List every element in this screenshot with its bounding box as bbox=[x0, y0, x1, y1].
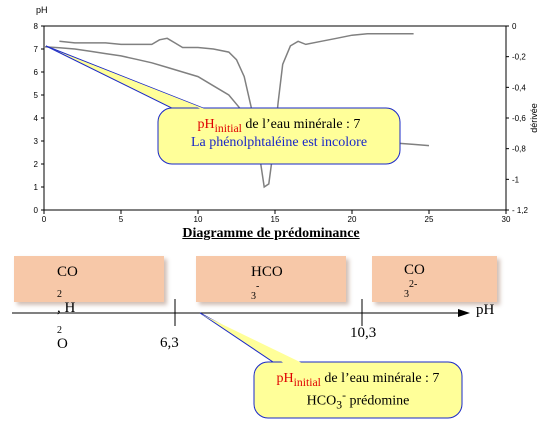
x-tick-label: 20 bbox=[348, 215, 357, 224]
y2-tick-label: -0,6 bbox=[512, 114, 526, 123]
y-tick-label: 2 bbox=[34, 160, 39, 169]
y-tick-label: 8 bbox=[34, 22, 39, 31]
y-tick-label: 0 bbox=[34, 206, 39, 215]
callout1-line2: La phénolphtaléine est incolore bbox=[190, 134, 368, 150]
y-tick-label: 5 bbox=[34, 91, 39, 100]
y2-axis-label: dérivée bbox=[529, 103, 539, 133]
callout1-line1: pHinitial de l’eau minérale : 7 bbox=[197, 117, 361, 135]
x-tick-label: 0 bbox=[42, 215, 47, 224]
y-tick-label: 3 bbox=[34, 137, 39, 146]
y2-tick-label: -0,2 bbox=[512, 53, 526, 62]
axis-ph-label: pH bbox=[476, 302, 495, 318]
titration-chart: 0 5 10 15 20 25 30 0 1 2 3 4 5 6 7 8 0 -0,2 -0,4 -0,6 -0,8 -1… bbox=[34, 5, 539, 224]
y-tick-label: 4 bbox=[34, 114, 39, 123]
x-tick-label: 15 bbox=[271, 215, 280, 224]
x-tick-label: 5 bbox=[119, 215, 124, 224]
y-tick-label: 6 bbox=[34, 68, 39, 77]
x-tick-label: 30 bbox=[502, 215, 511, 224]
diagram-title: Diagramme de prédominance bbox=[182, 226, 360, 241]
y2-tick-label: 0 bbox=[512, 22, 517, 31]
y-tick-label: 7 bbox=[34, 45, 39, 54]
callout-ph-initial bbox=[45, 45, 401, 165]
tick-label-pka1: 6,3 bbox=[160, 335, 179, 351]
y2-tick-label: -1 bbox=[512, 175, 520, 184]
callout2-line1: pHinitial de l’eau minérale : 7 bbox=[276, 371, 440, 389]
x-tick-label: 25 bbox=[425, 215, 434, 224]
y2-tick-label: - 1,2 bbox=[512, 206, 529, 215]
callout2-line2: HCO3- prédomine bbox=[306, 388, 410, 412]
y2-tick-label: -0,4 bbox=[512, 83, 526, 92]
x-tick-label: 10 bbox=[194, 215, 203, 224]
tick-label-pka2: 10,3 bbox=[350, 325, 376, 341]
y-tick-label: 1 bbox=[34, 183, 39, 192]
y2-tick-label: -0,8 bbox=[512, 145, 526, 154]
y-axis-label: pH bbox=[36, 5, 48, 15]
